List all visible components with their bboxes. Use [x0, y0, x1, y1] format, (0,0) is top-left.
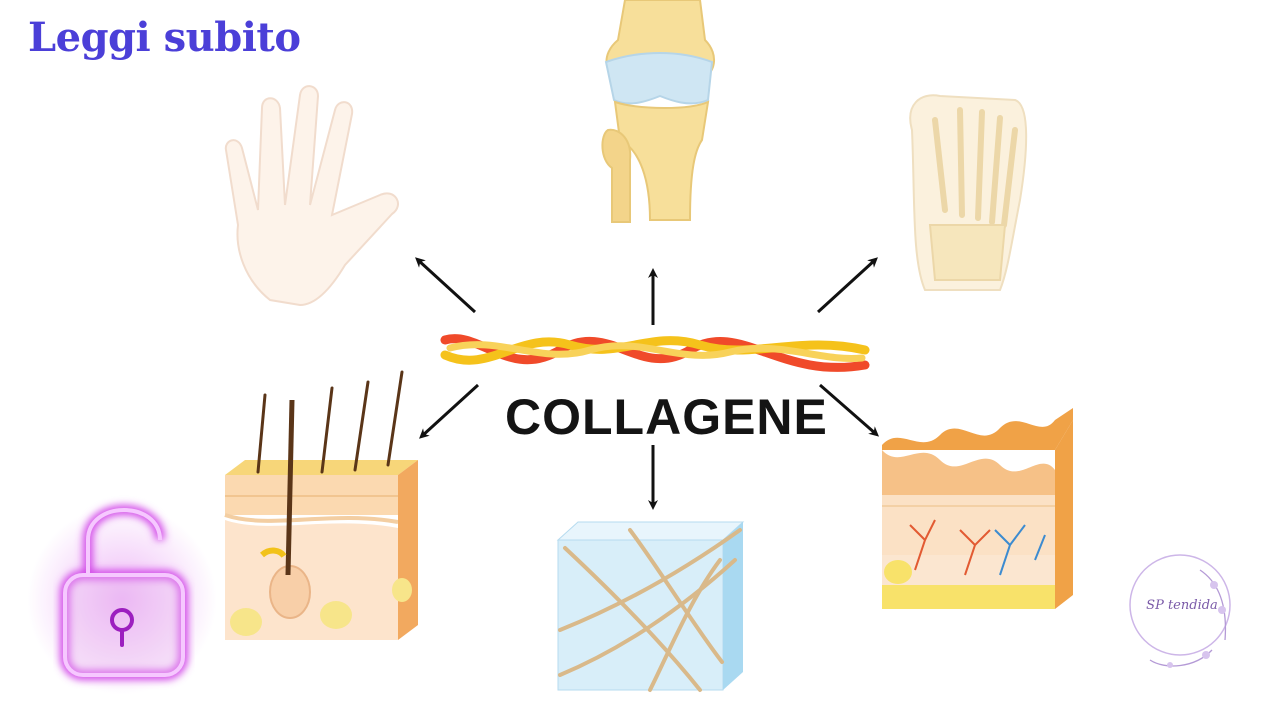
- hand-icon: [224, 85, 399, 307]
- arrows-group: [415, 257, 880, 510]
- page-title: Leggi subito: [28, 14, 301, 61]
- arrow-to-skin: [819, 383, 880, 437]
- collagen-fiber-icon: [440, 334, 870, 372]
- knee-joint-icon: [601, 0, 715, 223]
- logo-text: SP tendida: [1146, 598, 1218, 613]
- center-label: COLLAGENE: [505, 389, 828, 445]
- logo-emblem: [1129, 554, 1231, 668]
- hair-follicle-skin-icon: [224, 370, 418, 640]
- arrow-to-hand: [415, 257, 477, 314]
- connective-tissue-cube-icon: [556, 521, 745, 692]
- arrow-to-foot: [816, 257, 878, 314]
- foot-bones-icon: [909, 94, 1028, 291]
- arrow-to-hair: [419, 383, 480, 439]
- unlocked-padlock-icon[interactable]: [27, 505, 217, 695]
- skin-layers-icon: [882, 408, 1073, 609]
